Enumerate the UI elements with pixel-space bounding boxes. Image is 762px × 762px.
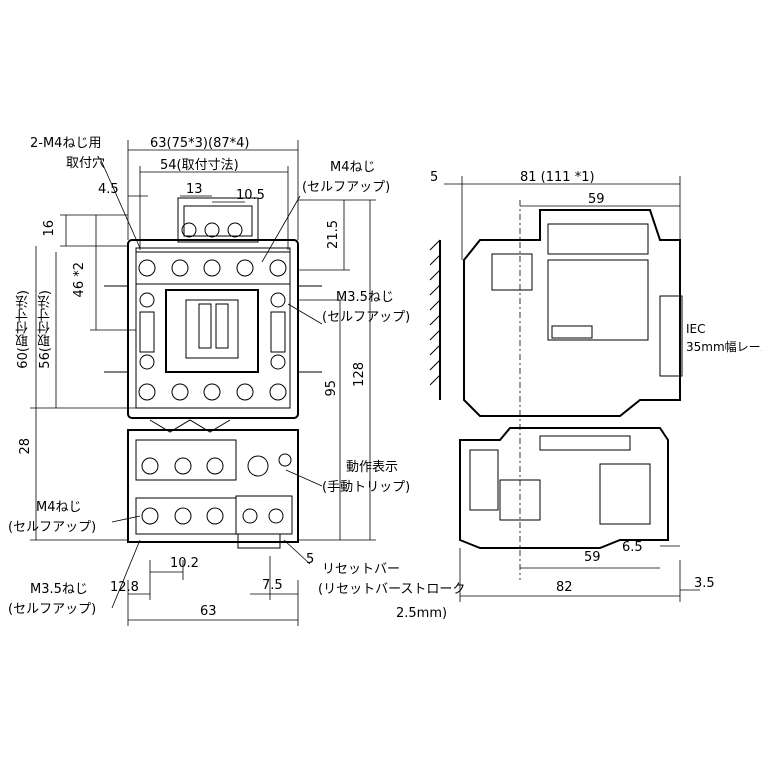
dim-46: 46 *2	[72, 262, 87, 298]
dim-depth-total: 81 (111 *1)	[520, 170, 595, 185]
dim-10-2: 10.2	[170, 556, 199, 571]
dim-56: 56(取付寸法)	[38, 290, 53, 369]
dim-12-8: 12.8	[110, 580, 139, 595]
dim-7-5: 7.5	[262, 578, 283, 593]
m35-screw-bottom: M3.5ねじ	[30, 582, 88, 597]
dim-60: 60(取付寸法)	[16, 290, 31, 369]
bottom-screw-row	[138, 383, 287, 401]
dim-128: 128	[352, 362, 367, 387]
dim-59-top: 59	[588, 192, 605, 207]
dim-5-top: 5	[430, 170, 439, 185]
dim-mount-width: 54(取付寸法)	[160, 158, 239, 173]
mount-hole-label: 2-M4ねじ用	[30, 136, 102, 151]
top-screw-row	[135, 251, 291, 285]
m35-screw-bottom-note: (セルフアップ)	[8, 602, 97, 617]
dim-21-5: 21.5	[326, 220, 341, 249]
m35-screw: M3.5ねじ	[336, 290, 394, 305]
rail-width-label: 35mm幅レール	[686, 340, 762, 354]
dim-59-bottom: 59	[584, 550, 601, 565]
dim-4-5: 4.5	[98, 182, 119, 197]
side-view	[429, 176, 700, 602]
indicator-note: (手動トリップ)	[322, 480, 411, 495]
dim-width-total: 63(75*3)(87*4)	[150, 136, 250, 151]
dim-3-5: 3.5	[694, 576, 715, 591]
reset-bar-label: リセットバー	[322, 562, 401, 577]
m4-screw-bottom-note: (セルフアップ)	[8, 520, 97, 535]
rail-label: IEC	[686, 322, 706, 336]
dim-16: 16	[42, 220, 57, 237]
dim-63-bottom: 63	[200, 604, 217, 619]
dim-5: 5	[306, 552, 315, 567]
reset-bar-stroke-mm: 2.5mm)	[396, 606, 448, 621]
mount-hole-label-2: 取付穴	[66, 156, 106, 171]
front-view	[30, 140, 376, 626]
indicator-label: 動作表示	[346, 460, 399, 475]
m4-screw-top: M4ねじ	[330, 160, 376, 175]
dim-6-5: 6.5	[622, 540, 643, 555]
dim-82: 82	[556, 580, 573, 595]
m4-screw-bottom: M4ねじ	[36, 500, 82, 515]
dim-13: 13	[186, 182, 203, 197]
m4-screw-top-note: (セルフアップ)	[302, 180, 391, 195]
dim-10-5: 10.5	[236, 188, 265, 203]
m35-screw-note: (セルフアップ)	[322, 310, 411, 325]
reset-bar-stroke: (リセットバーストローク	[318, 582, 466, 597]
dim-95: 95	[324, 380, 339, 397]
dim-28: 28	[18, 438, 33, 455]
